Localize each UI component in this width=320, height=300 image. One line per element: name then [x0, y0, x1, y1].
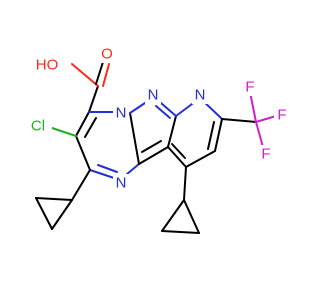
hydroxyl-label: HO — [36, 57, 59, 74]
bond-cp-c — [35, 197, 53, 230]
bond-c2-n1-inner — [97, 164, 118, 173]
bond-c9a-n5 — [129, 112, 140, 165]
bond-c7-c8 — [167, 115, 177, 148]
bond-c-o-double-a — [95, 61, 104, 85]
molecule-structure: HO O Cl N N N N F F F — [24, 45, 290, 234]
cyclopropyl-bottom — [161, 166, 200, 234]
trifluoromethyl-group — [221, 91, 277, 148]
bond-c4-c3 — [75, 111, 90, 137]
bond-c-oh — [71, 63, 99, 87]
bond-c-f2 — [249, 91, 257, 123]
bond-cp2-a — [161, 199, 185, 232]
bond-cp2-b — [183, 199, 200, 234]
atom-labels: HO O Cl N N N N F F F — [24, 45, 290, 192]
bond-c-f3 — [255, 121, 264, 148]
bond-c4-cooh — [88, 85, 99, 113]
bond-n6-c7-inner — [155, 105, 171, 119]
bond-c8-c9a-inner — [141, 140, 162, 153]
bond-c3-c2 — [75, 135, 91, 171]
bond-cp-b — [51, 199, 73, 230]
pyrimidine-nitrogen-label: N — [116, 175, 127, 192]
pyridine-ring — [167, 97, 223, 168]
carboxylic-acid-group — [71, 61, 110, 113]
bond-c-o-double-b — [102, 63, 110, 87]
chlorine-label: Cl — [31, 118, 45, 135]
bond-c12-cf3 — [221, 118, 257, 123]
bond-c14-c8 — [167, 146, 187, 168]
bond-c14-cp — [183, 166, 187, 201]
fluorine-bottom-label: F — [261, 146, 270, 163]
bond-c8-c9a — [138, 146, 169, 165]
bond-c3-cl — [51, 127, 77, 137]
bond-cp-a — [35, 197, 73, 201]
pyridine-nitrogen-label: N — [195, 87, 206, 104]
bond-cp2-c — [161, 230, 200, 234]
pyrazole-nitrogen-label: N — [148, 87, 159, 104]
bond-c4-c3-inner — [84, 117, 97, 138]
fluorine-right-label: F — [277, 107, 286, 124]
bridge-nitrogen-label: N — [116, 105, 127, 122]
bond-c12-c13-inner — [207, 121, 215, 150]
cyclopropyl-left — [35, 169, 91, 230]
bond-c13-c14 — [185, 150, 216, 168]
bond-c14-c8-inner — [171, 143, 186, 159]
bond-c2-cp — [71, 169, 91, 201]
pyrimidine-ring — [75, 111, 140, 181]
bond-c-f1 — [255, 115, 277, 123]
carbonyl-oxygen-label: O — [101, 46, 113, 63]
bond-c12-c13 — [214, 118, 223, 152]
fluorine-top-label: F — [245, 79, 254, 96]
